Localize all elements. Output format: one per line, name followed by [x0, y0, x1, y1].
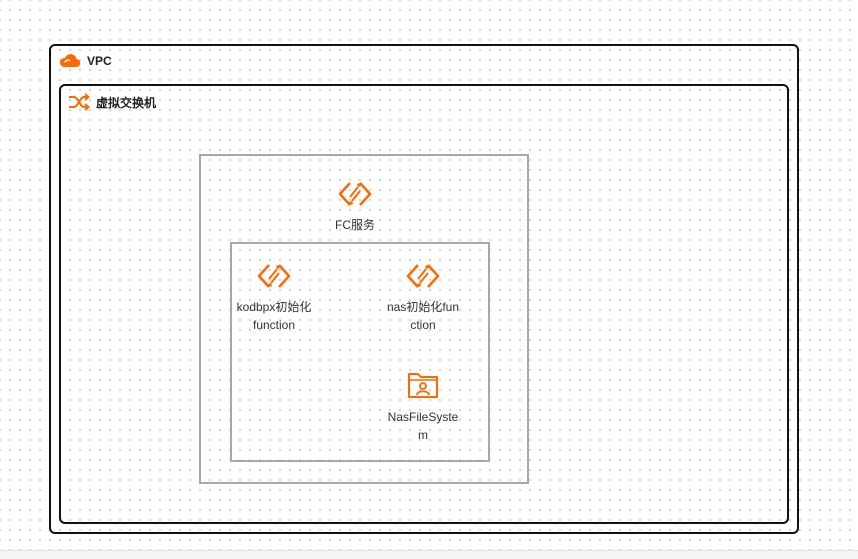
nas-file-system-node[interactable]: NasFileSystem — [368, 370, 478, 444]
vswitch-label: 虚拟交换机 — [68, 93, 156, 111]
vpc-title: VPC — [87, 54, 112, 68]
nas-file-system-icon — [408, 373, 438, 398]
nas-init-function-label: nas初始化function — [386, 300, 460, 332]
fc-service-group[interactable] — [199, 154, 529, 484]
function-compute-icon — [338, 182, 372, 206]
function-compute-icon — [406, 264, 440, 288]
vpc-group[interactable] — [49, 44, 799, 534]
nas-file-system-label: NasFileSystem — [387, 410, 459, 442]
kodbpx-function-node[interactable]: kodbpx初始化function — [219, 262, 329, 334]
kodbpx-function-label: kodbpx初始化function — [236, 300, 312, 332]
bottom-bar — [0, 550, 858, 559]
vswitch-group[interactable] — [59, 84, 789, 524]
nas-init-function-node[interactable]: nas初始化function — [368, 262, 478, 334]
fc-service-label: FC服务 — [335, 218, 375, 232]
vswitch-title: 虚拟交换机 — [96, 95, 157, 110]
function-group[interactable] — [230, 242, 490, 462]
fc-service-node[interactable]: FC服务 — [300, 180, 410, 234]
cloud-icon — [59, 54, 81, 68]
function-compute-icon — [257, 264, 291, 288]
switch-icon — [69, 93, 90, 111]
vpc-label: VPC — [59, 53, 112, 69]
